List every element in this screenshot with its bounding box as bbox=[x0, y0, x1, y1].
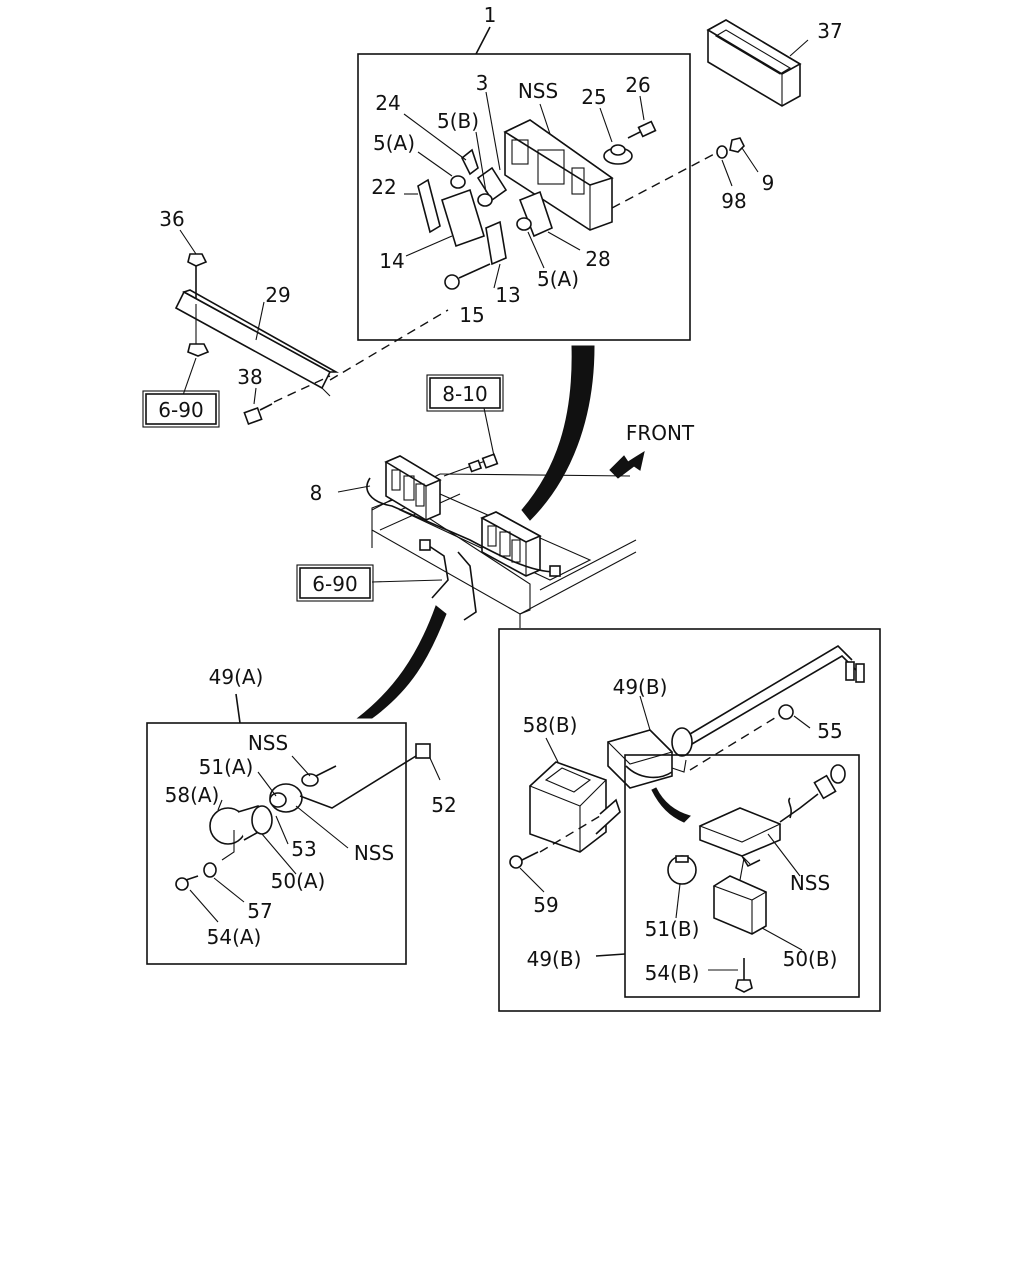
callout-24: 24 bbox=[375, 91, 400, 115]
callout-1: 1 bbox=[484, 3, 497, 27]
screw-54b-part bbox=[735, 958, 753, 993]
screw-26-part bbox=[627, 120, 657, 139]
callout-49a: 49(A) bbox=[209, 665, 264, 689]
ref-label: 6-90 bbox=[312, 572, 357, 596]
callout-52: 52 bbox=[431, 793, 456, 817]
callout-50a: 50(A) bbox=[271, 869, 326, 893]
inset-box-49b-inner bbox=[624, 754, 860, 998]
ref-box-6-90-top[interactable]: 6-90 bbox=[142, 390, 220, 428]
socket-part bbox=[460, 148, 479, 176]
callout-50b: 50(B) bbox=[783, 947, 838, 971]
callout-49b-bottom: 49(B) bbox=[527, 947, 582, 971]
lamp-body-nss-part bbox=[698, 807, 782, 868]
callout-54a: 54(A) bbox=[207, 925, 262, 949]
socket-50a-part bbox=[251, 805, 273, 835]
callout-nss-b: NSS bbox=[790, 871, 830, 895]
callout-38: 38 bbox=[237, 365, 262, 389]
front-arrow-icon bbox=[609, 450, 645, 479]
callout-49b-top: 49(B) bbox=[613, 675, 668, 699]
callout-22: 22 bbox=[371, 175, 396, 199]
callout-15: 15 bbox=[459, 303, 484, 327]
callout-3: 3 bbox=[476, 71, 489, 95]
lens-13-part bbox=[485, 220, 507, 266]
callout-57: 57 bbox=[247, 899, 272, 923]
connector-nss-part bbox=[301, 765, 337, 787]
inset-box-lamp-assembly bbox=[357, 53, 691, 341]
callout-13: 13 bbox=[495, 283, 520, 307]
nut-part bbox=[187, 343, 210, 357]
washer-98-part bbox=[716, 145, 728, 159]
callout-28: 28 bbox=[585, 247, 610, 271]
inset-box-49a bbox=[146, 722, 407, 965]
bulb-5a-part bbox=[450, 175, 466, 189]
lamp-49b-part bbox=[606, 727, 693, 789]
housing-37-part bbox=[706, 19, 802, 107]
inset-box-49b-outer bbox=[498, 628, 881, 1012]
callout-nss-a2: NSS bbox=[354, 841, 394, 865]
bulb-51b-part bbox=[667, 855, 697, 885]
callout-arrow-inner bbox=[651, 787, 691, 823]
callout-arrow-left bbox=[356, 605, 447, 719]
lens-14-part bbox=[441, 188, 485, 248]
lens-22-part bbox=[417, 178, 441, 234]
callout-25: 25 bbox=[581, 85, 606, 109]
callout-51a: 51(A) bbox=[199, 755, 254, 779]
callout-9: 9 bbox=[762, 171, 775, 195]
ref-label: 8-10 bbox=[442, 382, 487, 406]
ref-label: 6-90 bbox=[158, 398, 203, 422]
cover-50b-part bbox=[712, 856, 768, 935]
lamp-housing-part bbox=[503, 119, 614, 231]
screw-54a-part bbox=[175, 875, 199, 891]
grommet-25-part bbox=[603, 144, 633, 165]
front-label: FRONT bbox=[626, 421, 695, 445]
callout-36: 36 bbox=[159, 207, 184, 231]
callout-53: 53 bbox=[291, 837, 316, 861]
ref-box-6-90-mid[interactable]: 6-90 bbox=[296, 564, 374, 602]
callout-54b: 54(B) bbox=[645, 961, 700, 985]
vehicle-rear-view bbox=[366, 453, 637, 628]
ref-box-8-10[interactable]: 8-10 bbox=[426, 374, 504, 412]
callout-5a-lower: 5(A) bbox=[537, 267, 579, 291]
screw-15-part bbox=[444, 263, 491, 290]
callout-58b: 58(B) bbox=[523, 713, 578, 737]
callout-29: 29 bbox=[265, 283, 290, 307]
bolt-36-part bbox=[187, 253, 208, 298]
callout-nss: NSS bbox=[518, 79, 558, 103]
nut-9-part bbox=[729, 137, 745, 153]
connector-52-part bbox=[415, 743, 431, 759]
callout-14: 14 bbox=[379, 249, 404, 273]
bulb-5b-part bbox=[477, 193, 493, 207]
bolt-38-part bbox=[243, 403, 273, 426]
bracket-29-part bbox=[174, 289, 340, 397]
callout-nss-a1: NSS bbox=[248, 731, 288, 755]
callout-5b: 5(B) bbox=[437, 109, 479, 133]
plate-part bbox=[476, 166, 508, 202]
callout-arrow-top bbox=[521, 345, 595, 521]
callout-8: 8 bbox=[310, 481, 323, 505]
washer-57-part bbox=[203, 862, 217, 878]
screw-59-part bbox=[509, 851, 539, 869]
callout-55: 55 bbox=[817, 719, 842, 743]
callout-98: 98 bbox=[721, 189, 746, 213]
callout-51b: 51(B) bbox=[645, 917, 700, 941]
socket-holder-51a-part bbox=[269, 783, 303, 813]
callout-26: 26 bbox=[625, 73, 650, 97]
cover-58b-part bbox=[528, 761, 621, 853]
callout-37: 37 bbox=[817, 19, 842, 43]
bulb-5a-lower-part bbox=[516, 217, 532, 231]
nut-55-part bbox=[778, 704, 794, 720]
callout-58a: 58(A) bbox=[165, 783, 220, 807]
callout-59: 59 bbox=[533, 893, 558, 917]
callout-5a: 5(A) bbox=[373, 131, 415, 155]
